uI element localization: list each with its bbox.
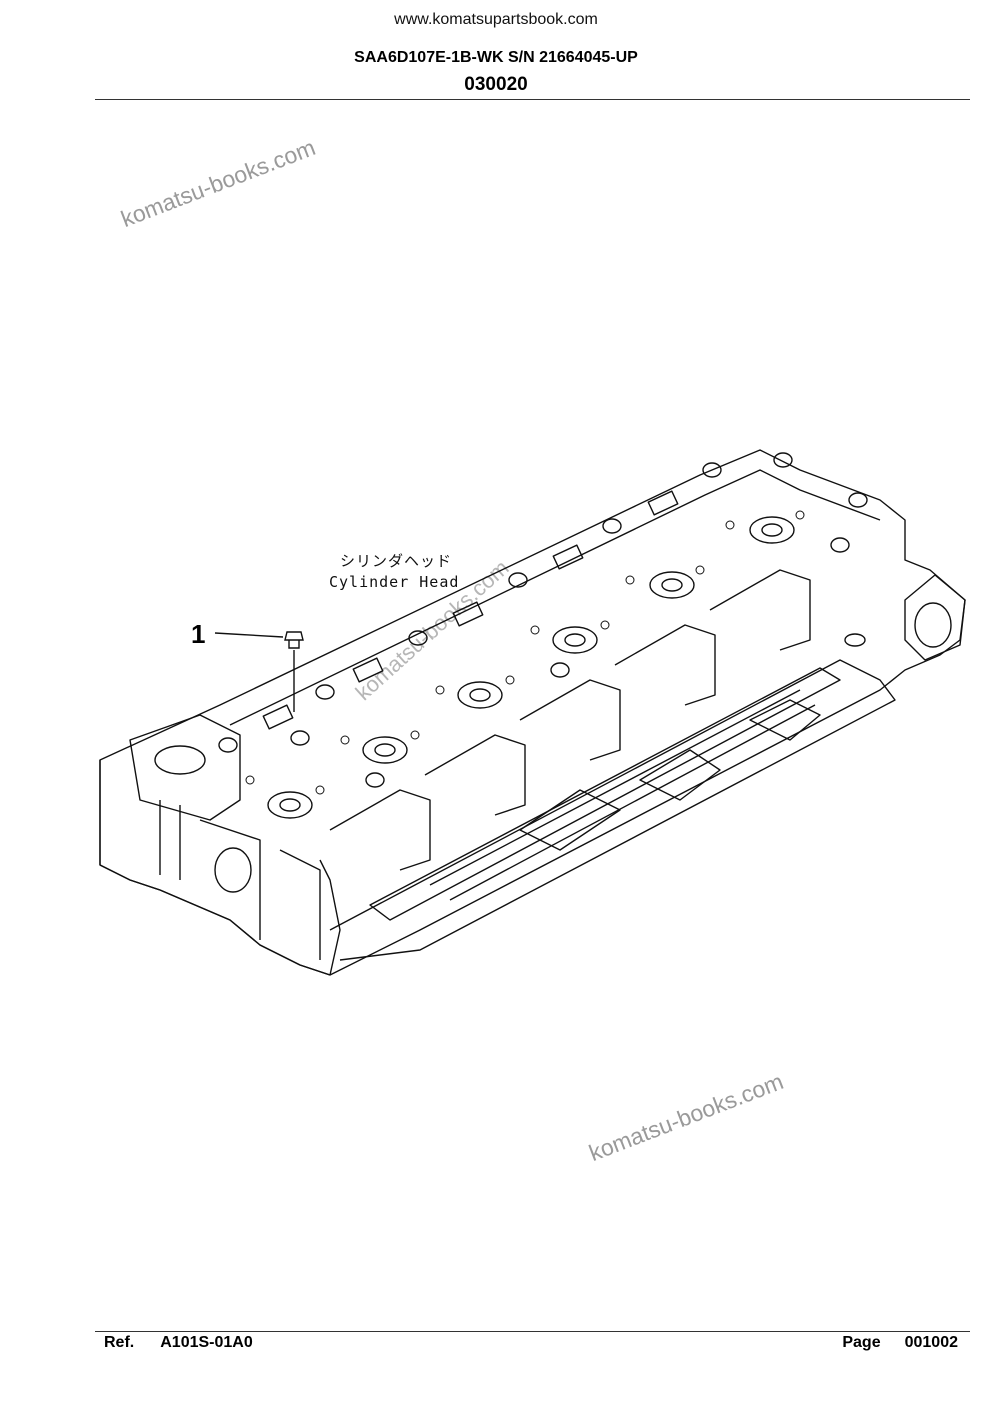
part-label-japanese: シリンダヘッド xyxy=(340,552,453,570)
site-url: www.komatsupartsbook.com xyxy=(394,11,598,28)
page-value: 001002 xyxy=(904,1334,958,1351)
model-serial-title: SAA6D107E-1B-WK S/N 21664045-UP xyxy=(354,49,638,66)
header-rule xyxy=(95,99,970,100)
footer-reference: Ref. A101S-01A0 xyxy=(104,1334,253,1352)
callout-number: 1 xyxy=(191,619,206,649)
footer-rule xyxy=(95,1331,970,1332)
part-label-english: Cylinder Head xyxy=(329,573,460,591)
ref-label: Ref. xyxy=(104,1334,135,1351)
page-label: Page xyxy=(842,1334,881,1351)
section-code: 030020 xyxy=(464,74,528,95)
ref-value: A101S-01A0 xyxy=(160,1334,253,1351)
footer-page: Page 001002 xyxy=(842,1334,958,1352)
